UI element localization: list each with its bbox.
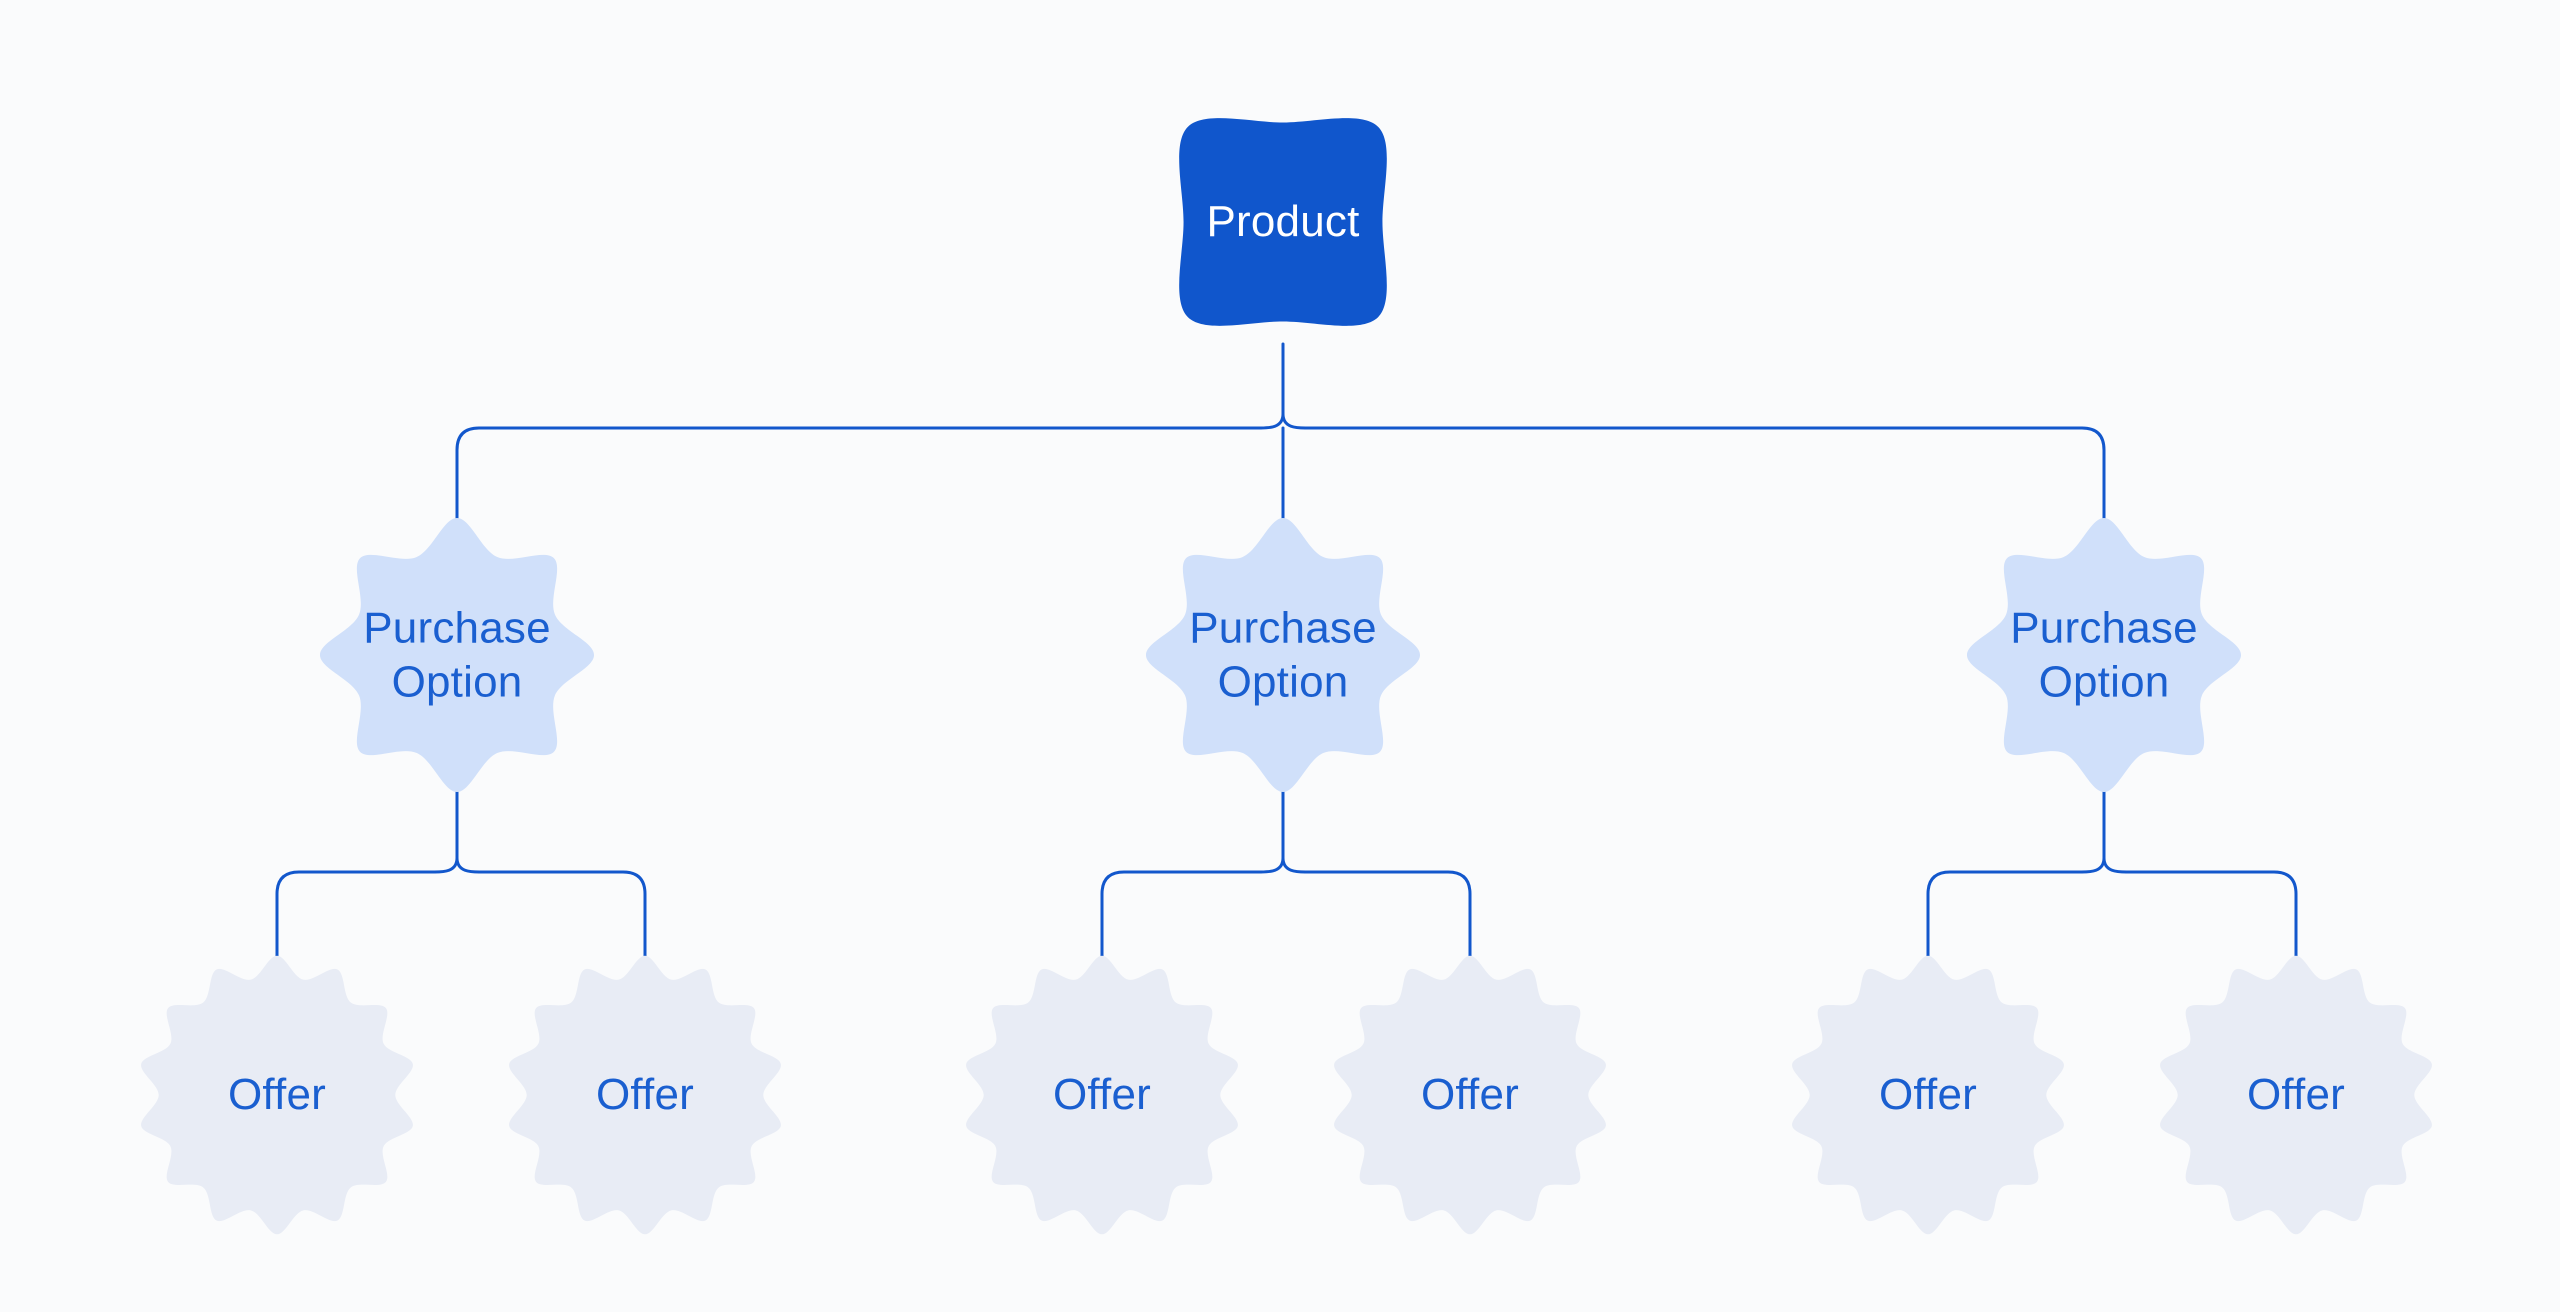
level1-bus-right (1303, 426, 2106, 528)
level2-group1-junction-left (1259, 856, 1285, 874)
purchase-option-node-shape-0[interactable] (319, 517, 595, 793)
offer-node-shape-5[interactable] (2160, 955, 2432, 1235)
level2-group2-bus-right (2124, 870, 2298, 969)
offer-node-shape-3[interactable] (1334, 955, 1606, 1235)
level2-group2-junction-left (2080, 856, 2106, 874)
level2-group0-junction-left (433, 856, 459, 874)
offer-node-2[interactable] (962, 955, 1242, 1235)
purchase-option-node-0[interactable] (322, 520, 592, 790)
offer-node-shape-1[interactable] (509, 955, 781, 1235)
level2-group2-bus-left (1926, 870, 2084, 969)
offer-node-4[interactable] (1788, 955, 2068, 1235)
level2-group0-junction-right (455, 856, 481, 874)
level2-group0-bus-left (275, 870, 437, 969)
offer-node-1[interactable] (505, 955, 785, 1235)
level2-group1-junction-right (1281, 856, 1307, 874)
offer-node-5[interactable] (2156, 955, 2436, 1235)
offer-node-3[interactable] (1330, 955, 1610, 1235)
purchase-option-node-1[interactable] (1148, 520, 1418, 790)
offer-node-0[interactable] (137, 955, 417, 1235)
level1-junction-left (1259, 412, 1285, 430)
purchase-option-node-shape-2[interactable] (1966, 517, 2242, 793)
offer-node-shape-2[interactable] (966, 955, 1238, 1235)
offer-node-shape-0[interactable] (141, 955, 413, 1235)
product-node-shape[interactable] (1179, 118, 1387, 326)
connector-layer (275, 342, 2298, 969)
offer-node-shape-4[interactable] (1792, 955, 2064, 1235)
level2-group2-junction-right (2102, 856, 2128, 874)
product-node[interactable] (1153, 92, 1413, 352)
purchase-option-node-2[interactable] (1969, 520, 2239, 790)
level2-group1-bus-left (1100, 870, 1263, 969)
level2-group0-bus-right (477, 870, 647, 969)
level1-junction-right (1281, 412, 1307, 430)
level1-bus-left (455, 426, 1263, 528)
purchase-option-node-shape-1[interactable] (1145, 517, 1421, 793)
level2-group1-bus-right (1303, 870, 1472, 969)
node-shape-layer (141, 118, 2432, 1235)
